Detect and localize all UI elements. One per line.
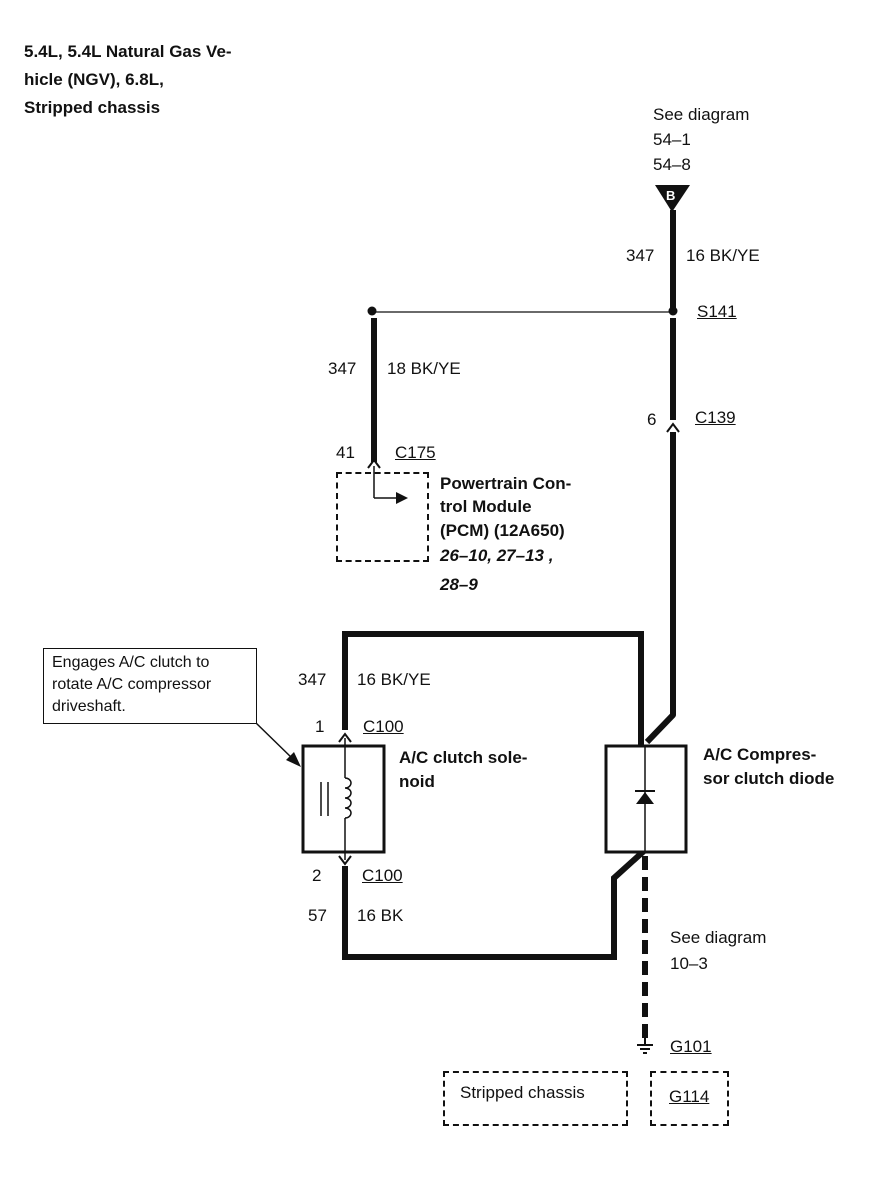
stripped-chassis-label: Stripped chassis [460,1083,585,1102]
wire-pcm-spec: 18 BK/YE [387,359,461,378]
c139-chevron [666,422,680,433]
header-line-3: Stripped chassis [24,98,161,117]
wire-pcm-circuit: 347 [328,359,357,378]
wire-347-c139-diode [644,432,676,745]
pcm-refs-line-2[interactable]: 28–9 [440,575,478,594]
c100-top-chevron [338,732,352,743]
c175-pin: 41 [336,443,355,462]
diode-icon [636,792,654,804]
callout-line-1: Engages A/C clutch to [52,654,210,671]
wire-ground-spec: 16 BK [357,906,404,925]
c175-label: C175 [395,443,436,462]
ref-top-line-3[interactable]: 54–8 [653,155,691,174]
ref-bottom-line-1[interactable]: See diagram [670,928,767,947]
solenoid-box [301,744,386,854]
solenoid-label-line-1: A/C clutch sole- [399,748,528,767]
c139-pin: 6 [647,410,657,429]
header-line-2: hicle (NGV), 6.8L, [24,70,164,89]
c139-label: C139 [695,408,736,427]
diode-label-line-1: A/C Compres- [703,745,817,764]
solenoid-label-line-2: noid [399,772,435,791]
stripped-chassis-box [443,1071,628,1126]
callout-arrow-line [254,721,295,761]
c100-top-pin: 1 [315,717,325,736]
pcm-label-line-1: Powertrain Con- [440,474,572,493]
callout-line-3: driveshaft. [52,698,126,715]
ground-icon [637,1038,653,1054]
wire-loop-circuit: 347 [298,670,327,689]
wire-top-circuit: 347 [626,246,655,265]
alt-ground-label: G114 [669,1087,710,1106]
wire-ground-circuit: 57 [308,906,327,925]
alt-ground-box [650,1071,729,1126]
wire-57-ground [342,847,648,960]
callout-box: Engages A/C clutch to rotate A/C compres… [43,648,257,724]
solenoid-coil-icon [344,777,352,819]
header-line-1: 5.4L, 5.4L Natural Gas Ve- [24,42,232,61]
ground-label: G101 [670,1037,712,1056]
pcm-refs-line-1[interactable]: 26–10, 27–13 , [440,546,554,565]
connector-b-letter: B [666,188,675,203]
ref-top-line-2[interactable]: 54–1 [653,130,691,149]
diode-label-line-2: sor clutch diode [703,769,835,788]
ref-top-line-1[interactable]: See diagram [653,105,750,124]
callout-arrow-head [286,752,301,767]
pcm-box [336,472,429,562]
splice-dot-left [367,306,377,316]
splice-dot-right [668,306,678,316]
pcm-input-arrow [396,492,408,504]
wire-loop-spec: 16 BK/YE [357,670,431,689]
callout-line-2: rotate A/C compressor [52,676,212,693]
pcm-label-line-3: (PCM) (12A650) [440,521,565,540]
pcm-label-line-2: trol Module [440,497,532,516]
ref-bottom-line-2[interactable]: 10–3 [670,954,708,973]
c100-bottom-chevron [338,855,352,866]
c100-top-label: C100 [363,717,404,736]
connector-b-triangle [655,185,690,212]
c100-bottom-label: C100 [362,866,403,885]
wire-347-loop [342,631,644,745]
c175-chevron [367,458,381,469]
c100-bottom-pin: 2 [312,866,322,885]
splice-label: S141 [697,302,737,321]
wire-top-spec: 16 BK/YE [686,246,760,265]
